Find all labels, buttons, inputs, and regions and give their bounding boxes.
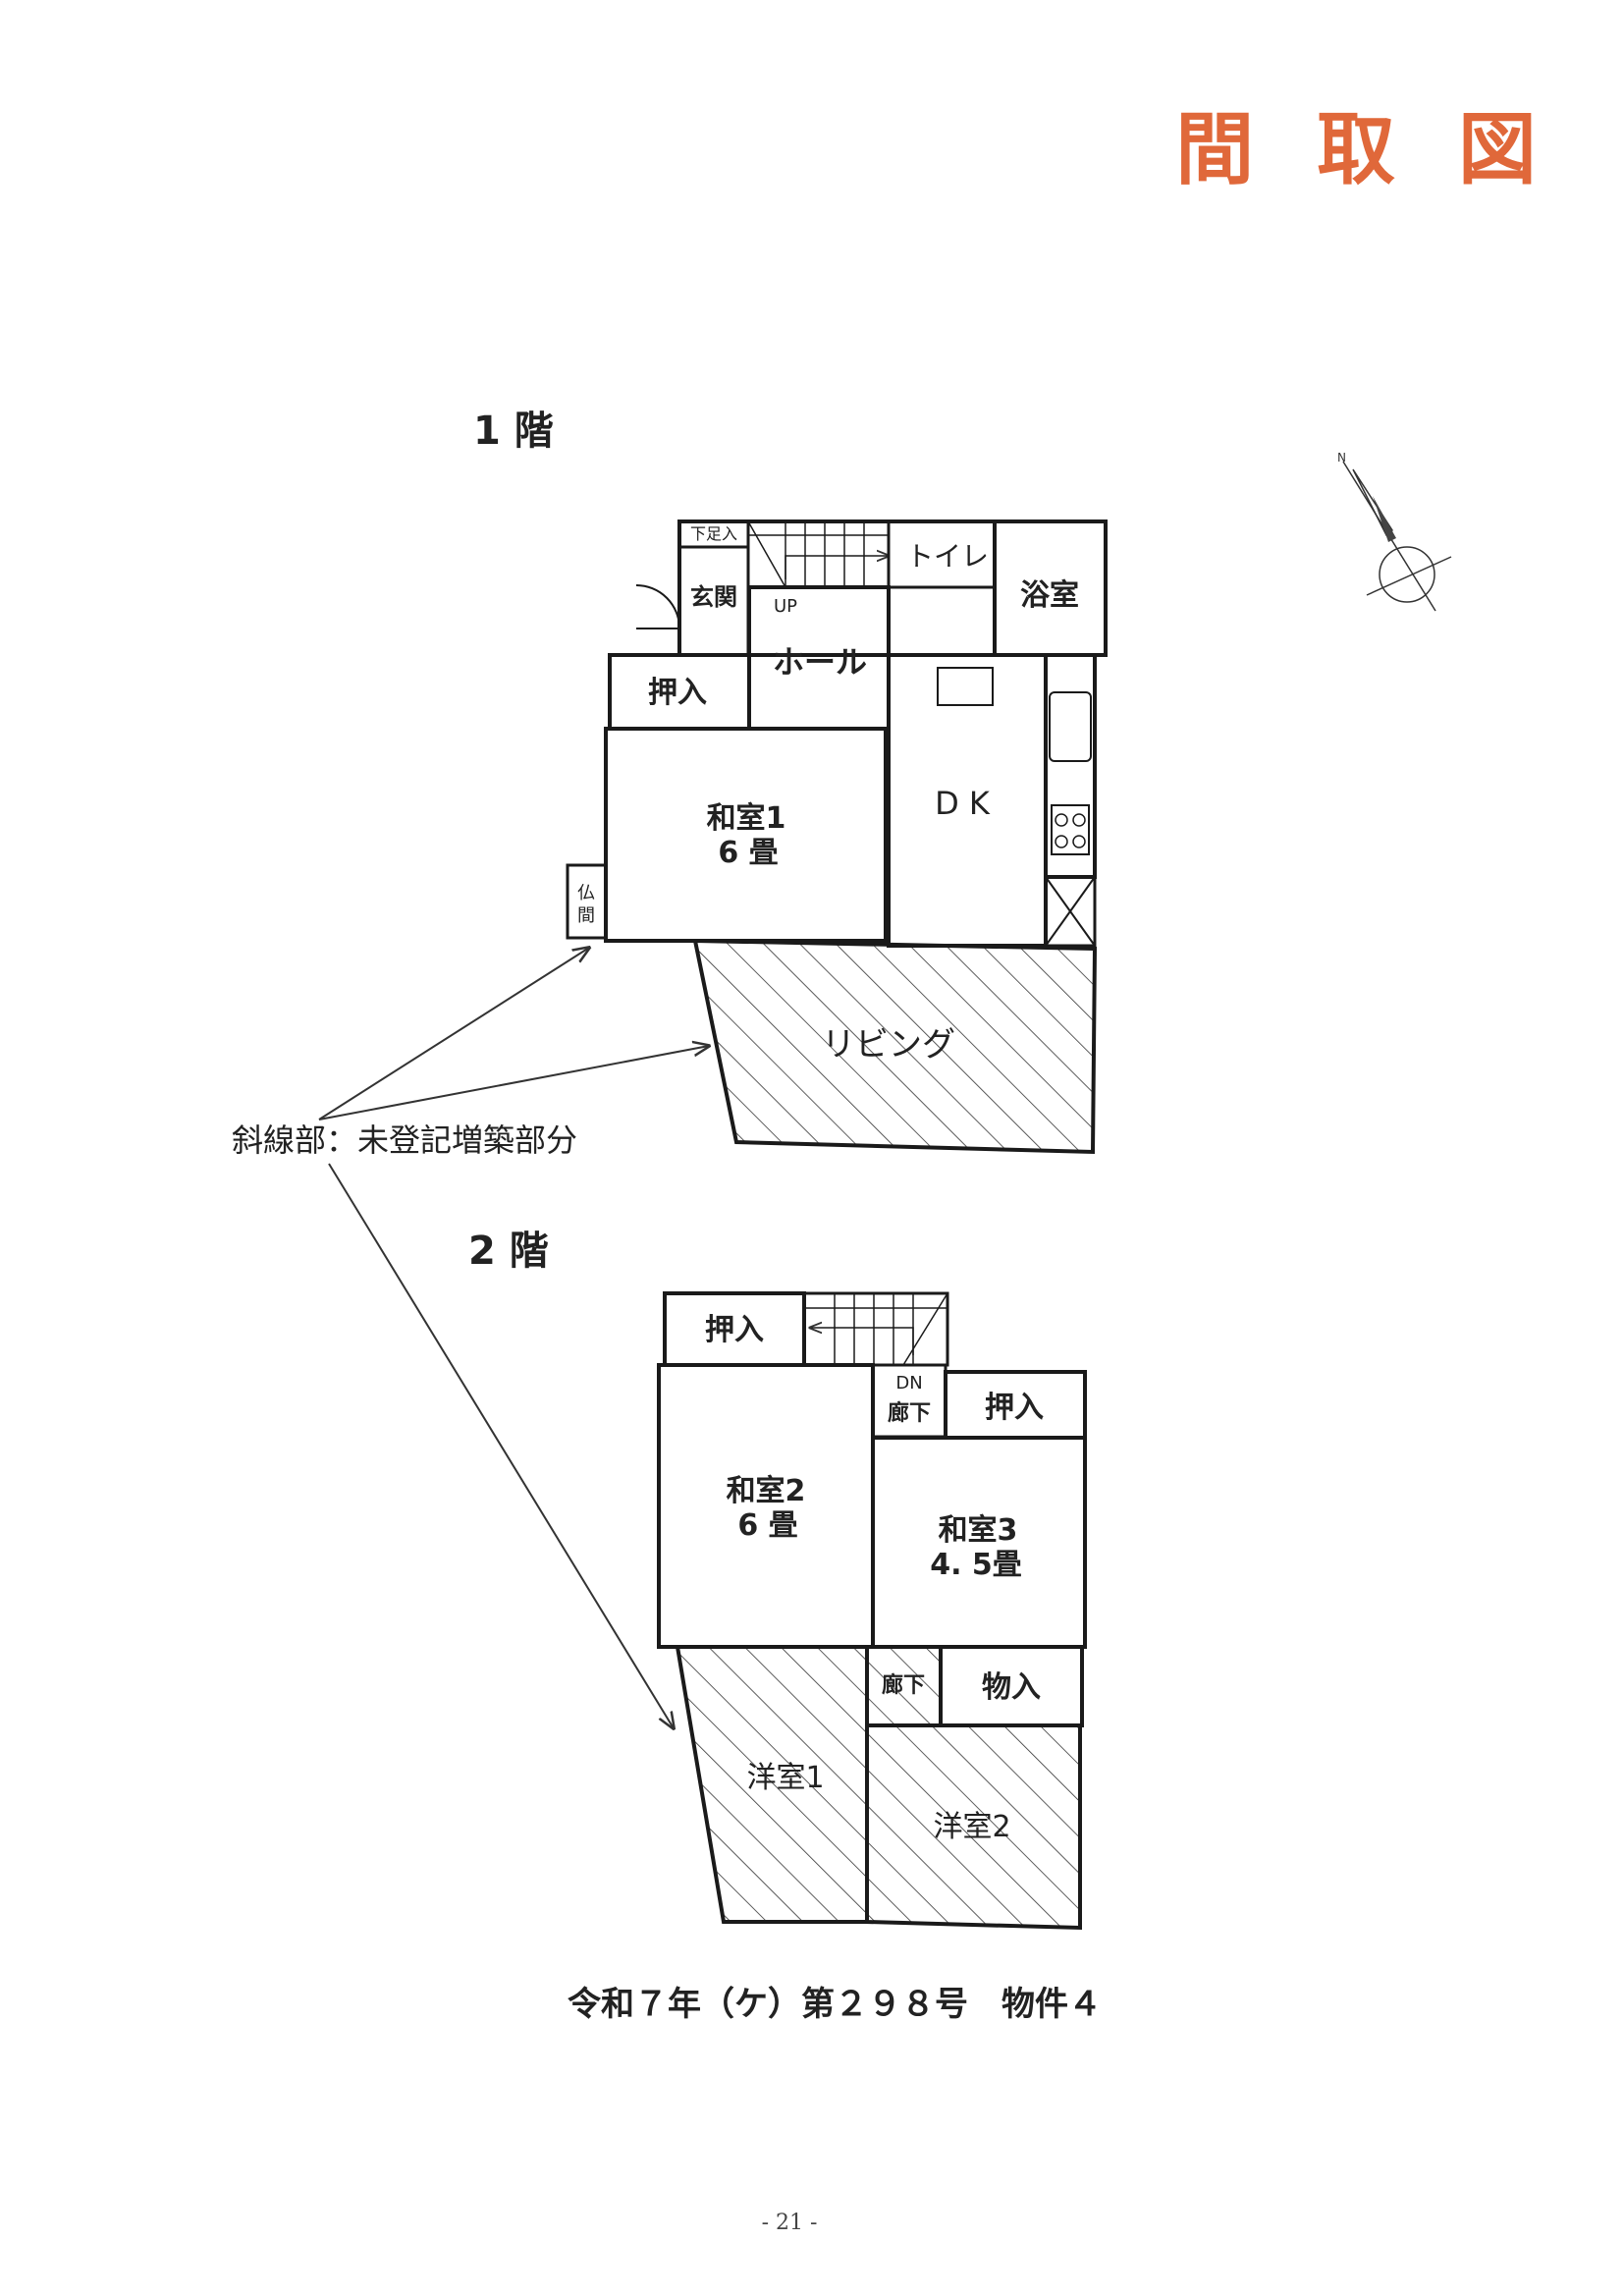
floor1-label: 1 階 bbox=[473, 409, 554, 454]
washitsu3-label: 和室3 bbox=[939, 1513, 1018, 1548]
storage-label: 物入 bbox=[982, 1670, 1041, 1705]
entrance-label: 玄関 bbox=[690, 583, 737, 611]
closet-label: 押入 bbox=[648, 676, 707, 710]
shoe-storage-label: 下足入 bbox=[690, 524, 737, 543]
floor2-label: 2 階 bbox=[468, 1229, 549, 1274]
washitsu3-shape bbox=[871, 1436, 1087, 1649]
washitsu2-size: 6 畳 bbox=[737, 1508, 797, 1543]
annotation-arrows bbox=[318, 948, 709, 1728]
case-number: 令和７年（ケ）第２９８号 物件４ bbox=[568, 1985, 1102, 2024]
washitsu1-label: 和室1 bbox=[707, 801, 786, 836]
kitchen-x-box bbox=[1044, 875, 1097, 948]
dk-label: D K bbox=[935, 785, 991, 822]
butsuma-label-2: 間 bbox=[577, 905, 595, 926]
entrance-shape bbox=[677, 545, 750, 657]
closet-left-label: 押入 bbox=[705, 1313, 764, 1347]
page-title: 間 取 図 bbox=[1175, 104, 1554, 195]
washitsu1-size: 6 畳 bbox=[718, 836, 778, 870]
sink-shape bbox=[937, 667, 994, 706]
up-label: UP bbox=[774, 596, 797, 617]
dn-label: DN bbox=[895, 1373, 922, 1394]
living-label: リビング bbox=[822, 1025, 955, 1065]
floor1-labels: 下足入 玄関 UP トイレ 浴室 ホール 押入 和室1 6 畳 D K 仏 間 … bbox=[577, 524, 1079, 1065]
floor2-labels: 押入 DN 廊下 押入 和室2 6 畳 和室3 4. 5畳 廊下 物入 洋室1 … bbox=[705, 1313, 1044, 1844]
stairs-shape bbox=[746, 519, 891, 589]
corridor-top-label: 廊下 bbox=[888, 1400, 931, 1426]
butsuma-label-1: 仏 bbox=[577, 883, 595, 903]
corridor-bottom-label: 廊下 bbox=[882, 1672, 925, 1698]
closet-right-label: 押入 bbox=[985, 1391, 1044, 1425]
youshitsu1-label: 洋室1 bbox=[746, 1761, 824, 1795]
hall-label: ホール bbox=[773, 643, 867, 681]
annotation-text: 斜線部：未登記増築部分 bbox=[232, 1121, 577, 1159]
compass-icon: N bbox=[1337, 451, 1452, 612]
washitsu3-size: 4. 5畳 bbox=[930, 1548, 1022, 1582]
bath-label: 浴室 bbox=[1020, 578, 1079, 613]
toilet-label: トイレ bbox=[906, 540, 989, 573]
compass-north-letter: N bbox=[1337, 451, 1346, 465]
floor2-plan bbox=[657, 1291, 1087, 1931]
page-number: - 21 - bbox=[762, 2211, 818, 2235]
floor1-plan bbox=[566, 519, 1108, 1155]
washroom-shape bbox=[887, 585, 997, 657]
youshitsu2-label: 洋室2 bbox=[933, 1810, 1010, 1844]
washitsu2-label: 和室2 bbox=[727, 1474, 806, 1508]
butsuma-shape bbox=[566, 863, 608, 940]
kitchen-counter-shape bbox=[1044, 653, 1097, 879]
